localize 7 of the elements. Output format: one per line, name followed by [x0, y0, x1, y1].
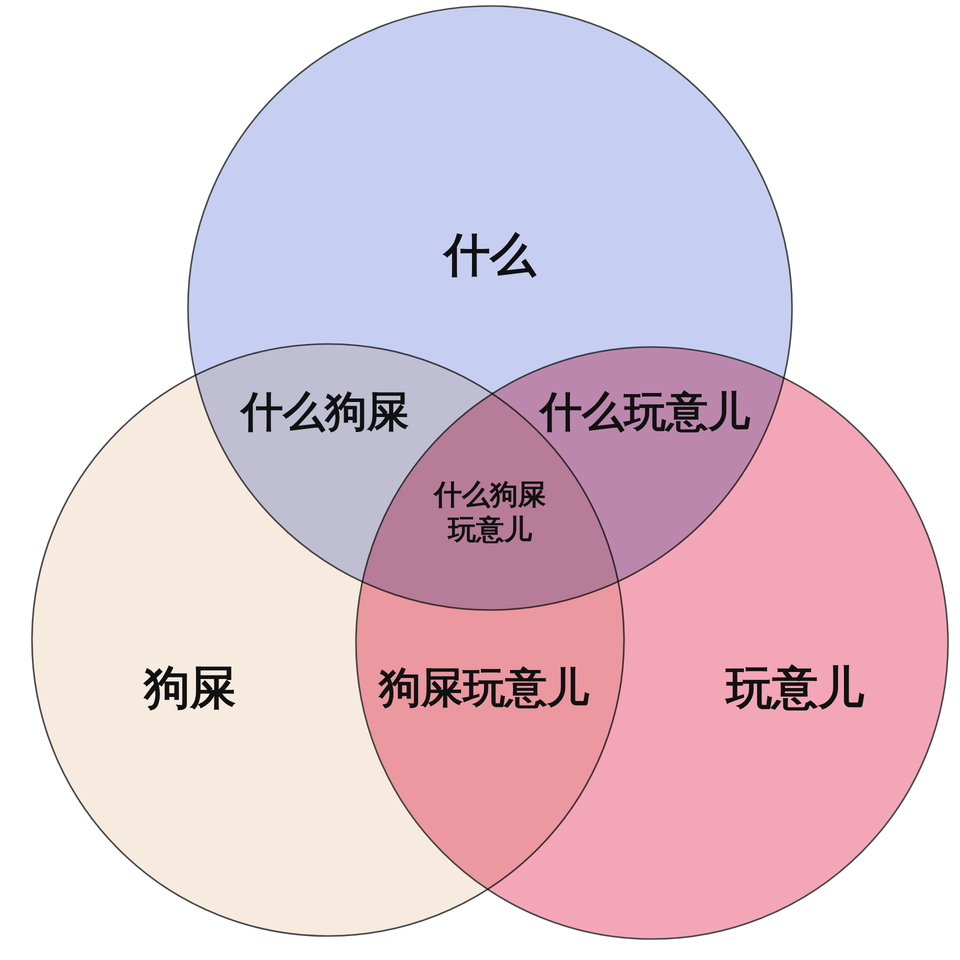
overlap-label: 什么玩意儿: [540, 386, 750, 438]
set-label: 玩意儿: [726, 659, 864, 716]
set-label: 什么: [444, 226, 536, 284]
overlap-label: 什么狗屎: [241, 386, 409, 438]
overlap-label: 什么狗屎玩意儿: [432, 477, 547, 547]
overlap-label: 狗屎玩意儿: [379, 662, 589, 714]
set-label: 狗屎: [144, 659, 236, 716]
